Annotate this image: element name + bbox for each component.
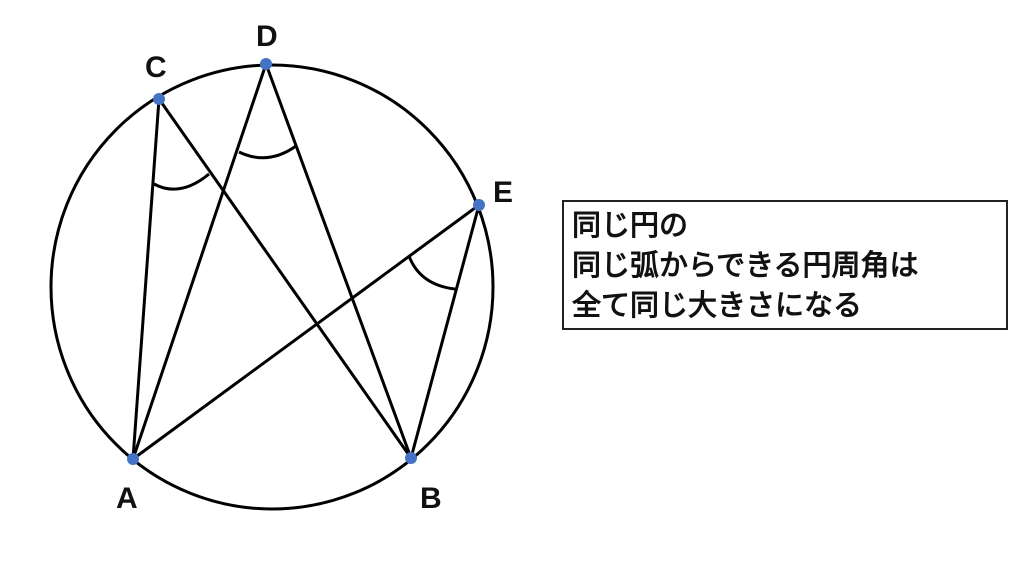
- point-b: [405, 452, 417, 464]
- point-e: [473, 199, 485, 211]
- segment-db: [264, 62, 413, 460]
- segment-ae: [131, 203, 481, 461]
- note-line-1: 同じ円の: [572, 208, 689, 242]
- segment-eb: [409, 203, 481, 460]
- point-a: [127, 453, 139, 465]
- point-d: [260, 58, 272, 70]
- angle-mark-d: [238, 144, 297, 160]
- label-d: D: [256, 20, 278, 53]
- segment-cb: [157, 97, 413, 460]
- note-line-2: 同じ弧からできる円周角は: [572, 248, 919, 282]
- angle-mark-c: [153, 172, 210, 191]
- note-line-3: 全て同じ大きさになる: [572, 288, 863, 322]
- label-a: A: [116, 482, 138, 515]
- segment-ad: [131, 62, 268, 461]
- label-c: C: [145, 51, 167, 84]
- label-e: E: [493, 176, 513, 209]
- point-c: [153, 93, 165, 105]
- theorem-note-box: 同じ円の 同じ弧からできる円周角は 全て同じ大きさになる: [562, 200, 1008, 330]
- segment-ac: [131, 97, 161, 461]
- circle: [49, 63, 495, 511]
- angle-mark-e: [407, 255, 456, 291]
- label-b: B: [420, 482, 442, 515]
